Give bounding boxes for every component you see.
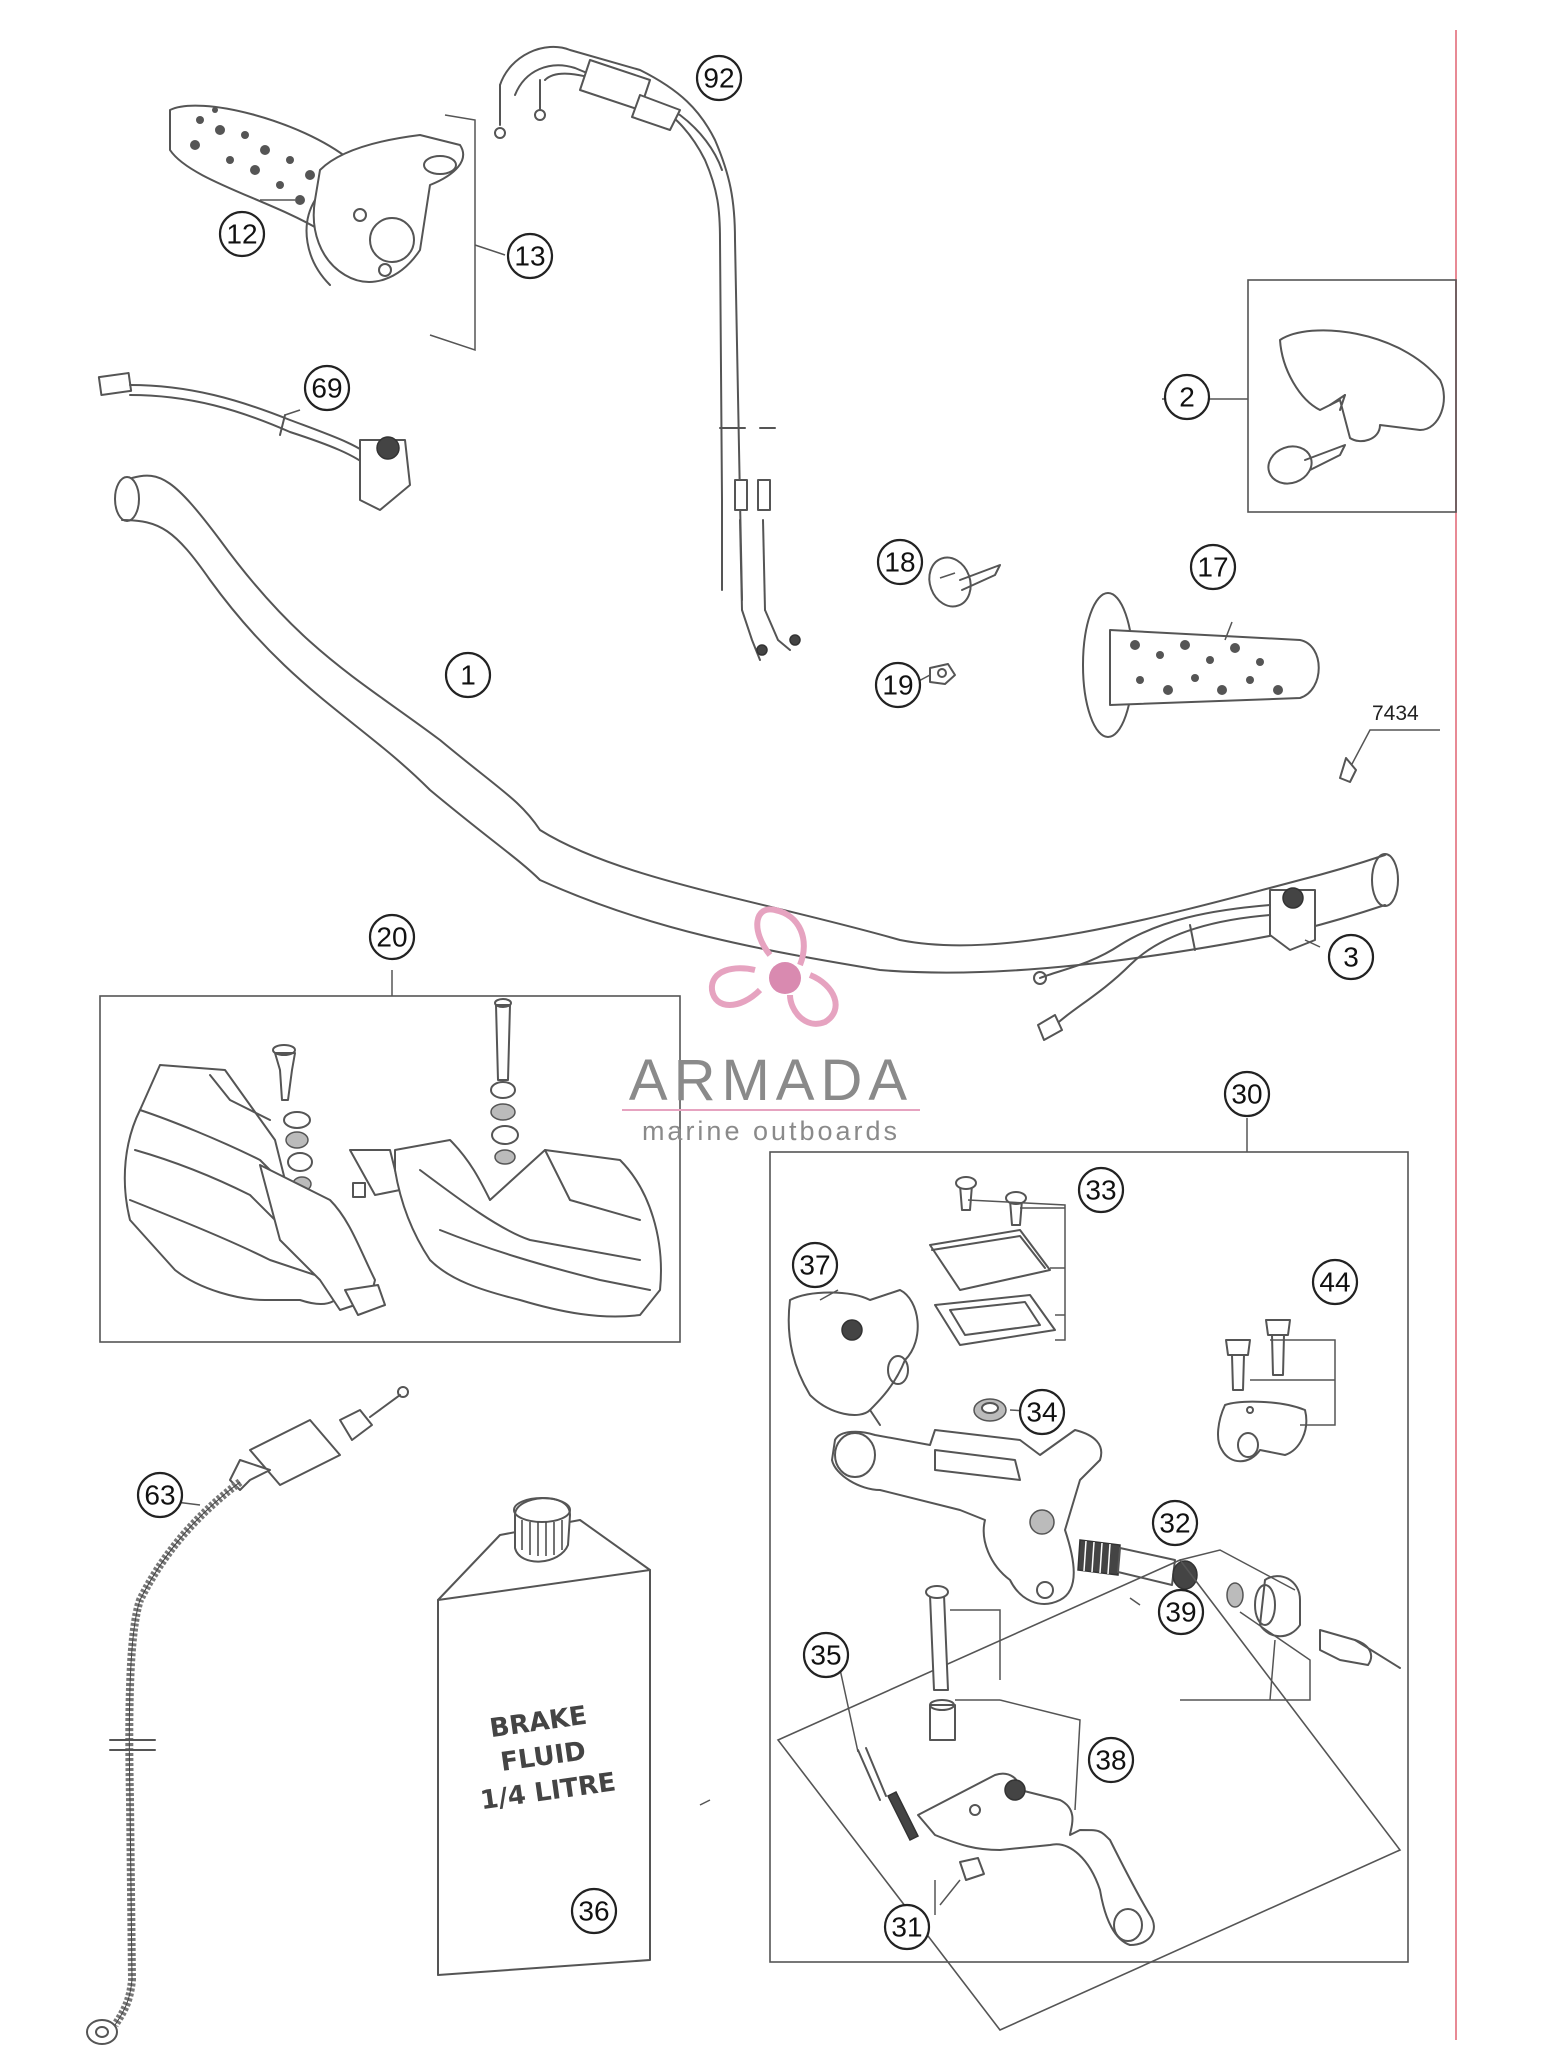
svg-text:35: 35 [810,1640,841,1671]
callout-34: 34 [1018,1388,1066,1436]
callout-63: 63 [136,1471,184,1519]
brake-hose [86,1386,409,2045]
callout-39: 39 [1157,1588,1205,1636]
callout-36: 36 [570,1887,618,1935]
grip-nut [929,663,956,685]
handguard-kit [99,970,681,1343]
propeller-logo-icon [708,906,839,1027]
callout-35: 35 [802,1631,850,1679]
throttle-housing [305,114,476,352]
svg-text:92: 92 [703,63,734,94]
callout-33: 33 [1077,1166,1125,1214]
throttle-grip [169,104,351,231]
callout-37: 37 [791,1241,839,1289]
svg-text:32: 32 [1159,1508,1190,1539]
callout-20: 20 [368,913,416,961]
callout-38: 38 [1087,1736,1135,1784]
svg-text:1: 1 [460,660,476,691]
svg-text:12: 12 [226,219,257,250]
brand-tagline: marine outboards [642,1116,900,1146]
svg-text:39: 39 [1165,1597,1196,1628]
svg-text:44: 44 [1319,1267,1350,1298]
svg-text:19: 19 [882,670,913,701]
svg-text:38: 38 [1095,1745,1126,1776]
svg-text:18: 18 [884,547,915,578]
svg-text:3: 3 [1343,942,1359,973]
brand-name: ARMADA [629,1048,913,1113]
svg-text:30: 30 [1231,1079,1262,1110]
callout-3: 3 [1327,933,1375,981]
svg-text:31: 31 [891,1912,922,1943]
callout-30: 30 [1223,1070,1271,1118]
callout-1: 1 [444,651,492,699]
svg-text:17: 17 [1197,552,1228,583]
svg-text:63: 63 [144,1480,175,1511]
start-button-switch [1033,887,1316,1041]
callout-13: 13 [506,232,554,280]
watermark: ARMADA marine outboards [622,906,920,1146]
callout-44: 44 [1311,1258,1359,1306]
svg-text:69: 69 [311,373,342,404]
callout-92: 92 [695,54,743,102]
svg-text:37: 37 [799,1250,830,1281]
handlebar [114,474,1399,974]
svg-text:13: 13 [514,241,545,272]
svg-text:36: 36 [578,1896,609,1927]
callout-69: 69 [303,364,351,412]
cable-tie [928,556,1001,608]
svg-text:33: 33 [1085,1175,1116,1206]
callout-17: 17 [1189,543,1237,591]
callout-32: 32 [1151,1499,1199,1547]
svg-text:34: 34 [1026,1397,1057,1428]
left-grip [1082,592,1320,738]
callout-19: 19 [874,661,922,709]
propeller-hub-icon [769,962,801,994]
reference-label: 7434 [1372,702,1419,725]
brake-fluid-can: BRAKE FLUID 1/4 LITRE [437,1497,651,1976]
callout-31: 31 [883,1903,931,1951]
callout-18: 18 [876,538,924,586]
kill-switch [97,371,411,511]
svg-text:20: 20 [376,922,407,953]
callout-12: 12 [218,210,266,258]
throttle-cables [494,45,801,661]
reference-marker: 7434 [1339,702,1440,783]
master-cylinder-assembly [769,1118,1409,2031]
svg-text:2: 2 [1179,382,1195,413]
callout-2: 2 [1163,373,1211,421]
guard-clip-kit [1247,279,1457,513]
